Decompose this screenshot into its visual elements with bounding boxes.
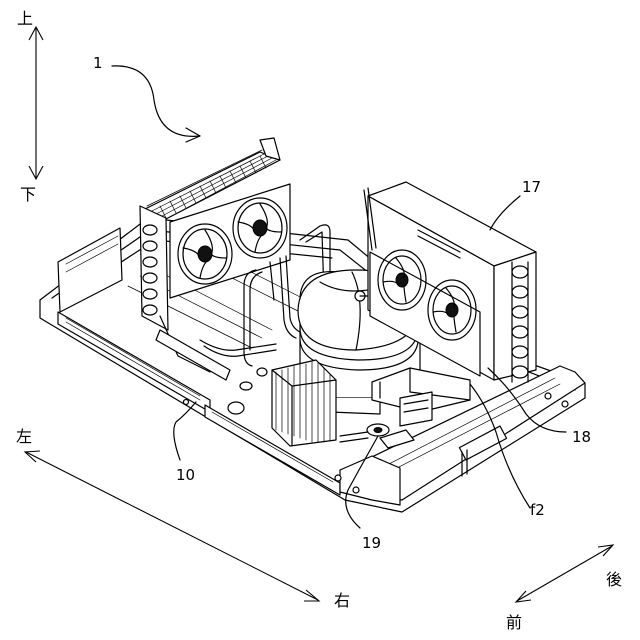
label-base: 10 xyxy=(176,466,195,484)
label-fan-duct: 18 xyxy=(572,428,591,446)
up-label: 上 xyxy=(17,9,33,28)
vertical-direction-indicator: 上 下 xyxy=(17,9,43,204)
front-label: 前 xyxy=(506,613,522,632)
back-label: 後 xyxy=(606,570,622,589)
down-label: 下 xyxy=(20,185,36,204)
front-back-direction-indicator: 前 後 xyxy=(506,545,622,632)
label-unit: 1 xyxy=(93,54,103,72)
left-label: 左 xyxy=(16,427,32,446)
label-sensor: 19 xyxy=(362,534,381,552)
front-heat-sink xyxy=(272,360,336,446)
right-label: 右 xyxy=(334,591,350,610)
label-airflow: f2 xyxy=(530,501,545,519)
label-box: 17 xyxy=(522,178,541,196)
